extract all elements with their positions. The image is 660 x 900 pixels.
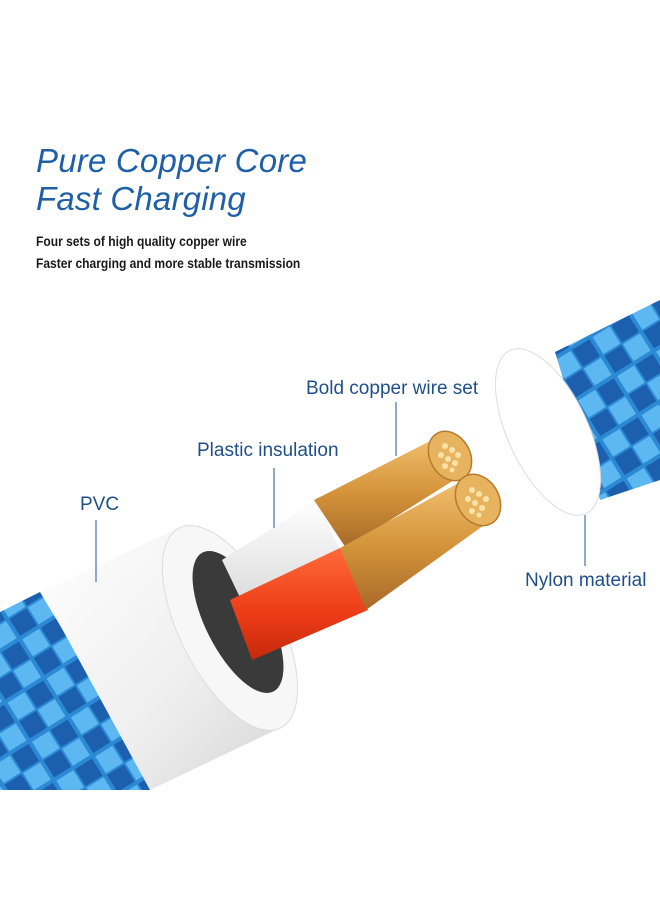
callout-lines bbox=[95, 402, 586, 582]
braided-cable-left bbox=[0, 592, 150, 790]
copper-bundle-bottom bbox=[340, 473, 502, 610]
subheadline: Four sets of high quality copper wire Fa… bbox=[36, 230, 300, 274]
headline: Pure Copper Core Fast Charging bbox=[36, 142, 307, 218]
braided-cable-right bbox=[494, 300, 660, 516]
red-wire bbox=[230, 548, 368, 660]
headline-line-2: Fast Charging bbox=[36, 180, 246, 217]
pvc-jacket bbox=[42, 525, 299, 790]
callout-pvc: PVC bbox=[80, 494, 120, 515]
callout-copper-wire: Bold copper wire set bbox=[306, 378, 479, 399]
callout-nylon-material: Nylon material bbox=[525, 570, 647, 591]
subheadline-line-1: Four sets of high quality copper wire bbox=[36, 233, 247, 249]
callout-plastic-insulation: Plastic insulation bbox=[197, 440, 339, 461]
subheadline-line-2: Faster charging and more stable transmis… bbox=[36, 255, 301, 271]
headline-line-1: Pure Copper Core bbox=[36, 142, 308, 179]
copper-bundle-top bbox=[314, 430, 473, 548]
white-wire bbox=[222, 500, 344, 610]
